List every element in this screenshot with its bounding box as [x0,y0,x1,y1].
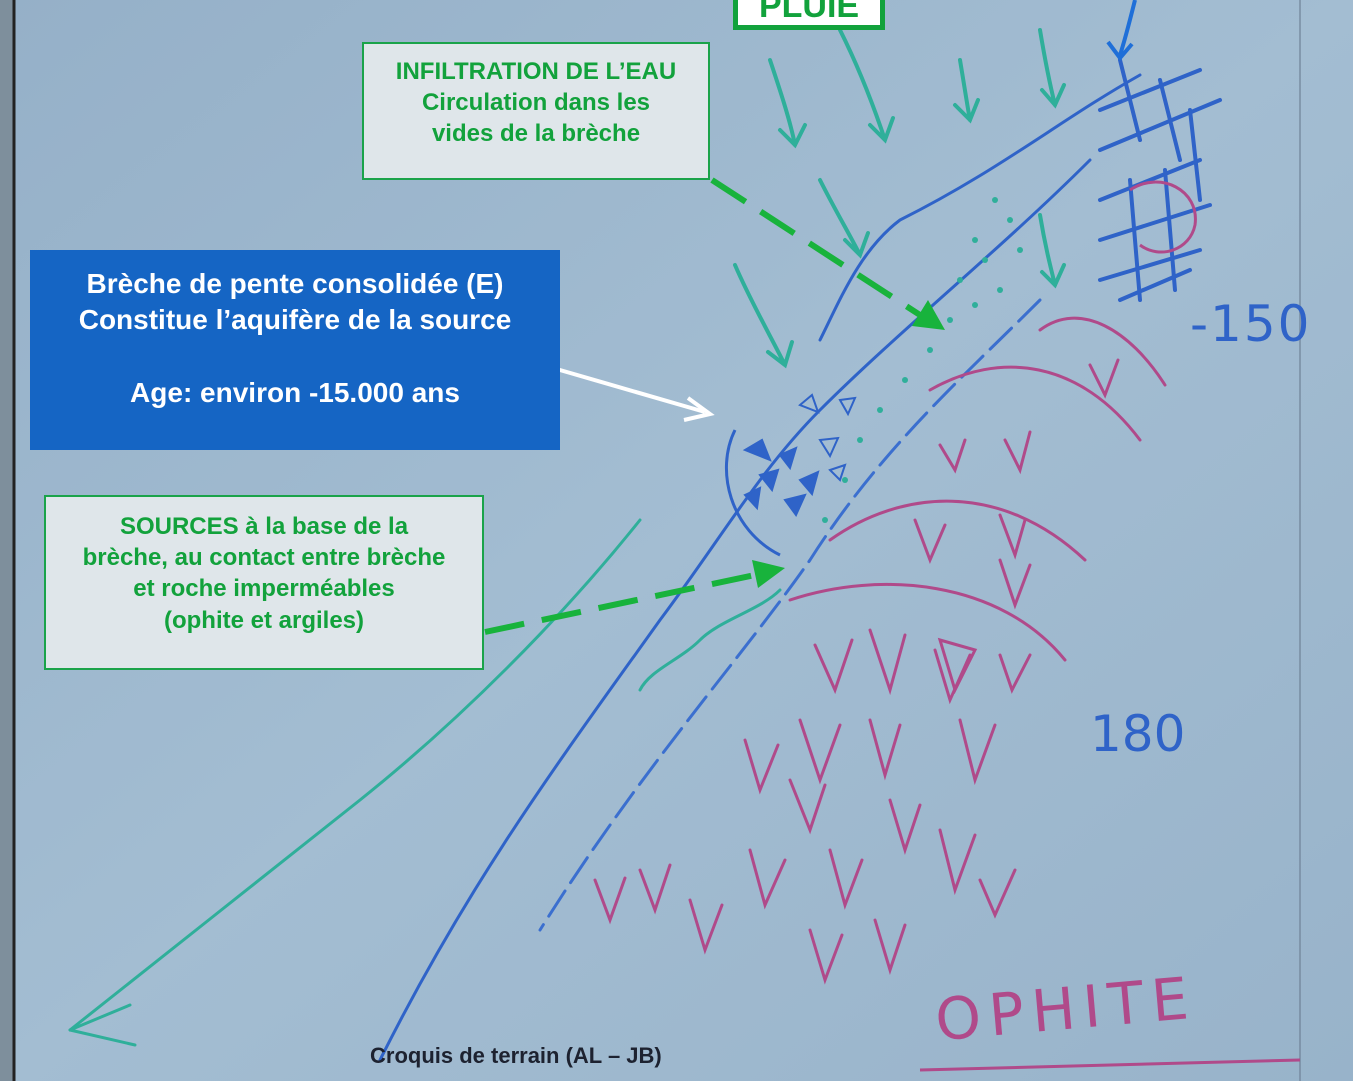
board-left-edge [0,0,14,1081]
breccia-outline [724,429,781,557]
sources-callout: SOURCES à la base de la brèche, au conta… [44,495,484,670]
sources-line-4: (ophite et argiles) [163,606,365,634]
pluie-title-box: PLUIE [733,0,885,30]
rain-pointer-arrow [1106,0,1137,62]
ophite-triangle [937,637,978,695]
breccia-clasts [742,393,857,517]
infiltration-line-1: INFILTRATION DE L’EAU [395,58,677,85]
dashed-arrow-infiltration [710,177,945,330]
infiltration-dots [822,197,1023,523]
pluie-label: PLUIE [758,0,860,25]
infiltration-line-2: Circulation dans les [421,89,651,117]
elevation-150-label: -150 [1190,295,1312,353]
ophite-v-marks [593,358,1120,985]
sources-line-2: brèche, au contact entre brèche [82,544,446,572]
infiltration-line-3: vides de la brèche [431,120,641,148]
breche-callout: Brèche de pente consolidée (E) Constitue… [30,250,560,450]
breche-line-3: Age: environ -15.000 ans [130,376,460,408]
infiltration-callout: INFILTRATION DE L’EAU Circulation dans l… [362,42,710,180]
breche-line-2: Constitue l’aquifère de la source [78,304,512,336]
ophite-underline [919,1058,1301,1072]
rain-arrows [733,28,1066,369]
caption-croquis: Croquis de terrain (AL – JB) [370,1043,662,1068]
sources-line-1: SOURCES à la base de la [119,513,409,540]
sources-line-3: et roche imperméables [133,575,395,603]
breche-line-1: Brèche de pente consolidée (E) [86,268,504,299]
arrow-breche [552,366,715,422]
elevation-180-label: 180 [1090,705,1186,763]
red-circle-mark [1129,180,1197,254]
ophite-arcs [788,316,1167,662]
dashed-arrow-sources [484,560,785,635]
limestone-grid [1098,58,1222,302]
